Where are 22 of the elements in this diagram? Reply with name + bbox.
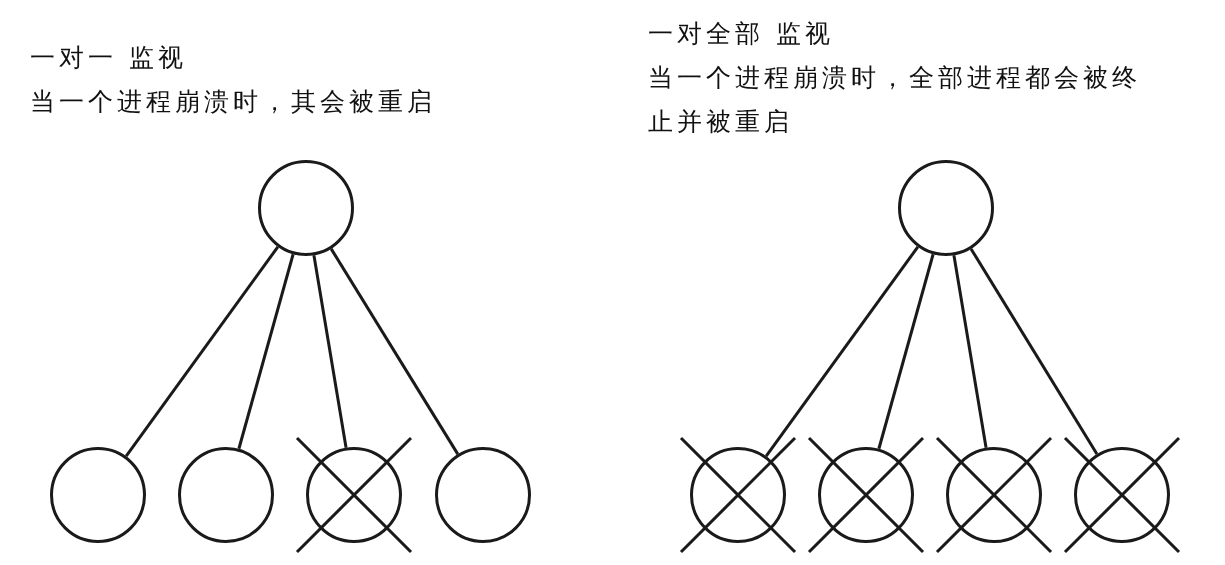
- process-circle: [50, 447, 146, 543]
- connector-line: [312, 255, 348, 448]
- crashed-process-circle: [818, 447, 914, 543]
- process-circle: [178, 447, 274, 543]
- process-circle: [435, 447, 531, 543]
- connector-line: [877, 253, 935, 450]
- strategy-title: 一对全部 监视: [648, 18, 835, 50]
- process-circle: [898, 160, 994, 256]
- crashed-process-circle: [1074, 447, 1170, 543]
- crashed-process-circle: [946, 447, 1042, 543]
- connector-line: [329, 248, 460, 455]
- strategy-description: 当一个进程崩溃时，全部进程都会被终止并被重启: [648, 62, 1142, 138]
- connector-line: [952, 255, 988, 448]
- connector-line: [237, 253, 295, 450]
- connector-line: [764, 246, 920, 457]
- strategy-title: 一对一 监视: [30, 42, 188, 74]
- strategy-description: 当一个进程崩溃时，其会被重启: [30, 86, 437, 118]
- crashed-process-circle: [306, 447, 402, 543]
- crashed-process-circle: [690, 447, 786, 543]
- connector-line: [124, 246, 280, 457]
- process-circle: [258, 160, 354, 256]
- connector-line: [969, 248, 1099, 455]
